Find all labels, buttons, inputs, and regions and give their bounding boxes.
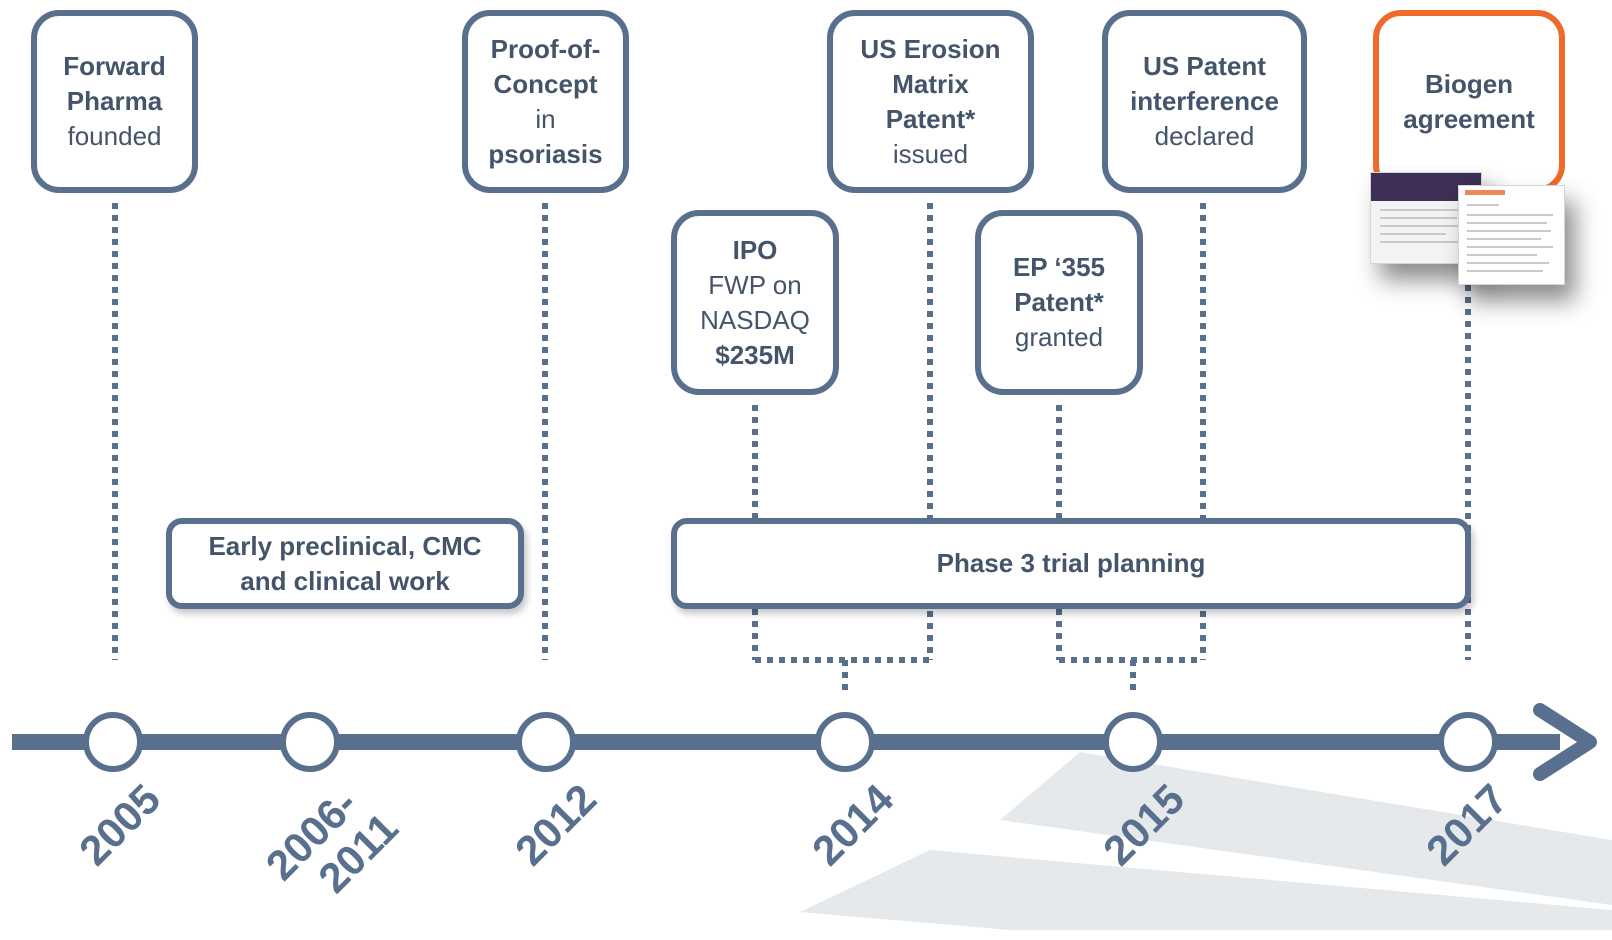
node-2012 xyxy=(516,712,576,772)
node-2017 xyxy=(1438,712,1498,772)
event-forward-pharma-line2: Pharma xyxy=(66,86,163,116)
event-proof-of-concept: Proof-of- Concept in psoriasis xyxy=(462,10,629,193)
event-ipo-line1: IPO xyxy=(732,234,778,265)
event-ep-line3: granted xyxy=(1014,322,1104,352)
event-ipo-line2: FWP on xyxy=(708,269,802,300)
event-interference-line3: declared xyxy=(1154,121,1255,151)
node-2006-2011 xyxy=(280,712,340,772)
event-us-patent-interference: US Patent interference declared xyxy=(1102,10,1307,193)
event-forward-pharma: Forward Pharma founded xyxy=(31,10,198,193)
event-interference-line2: interference xyxy=(1130,86,1279,116)
event-ep-line2: Patent* xyxy=(1014,287,1104,317)
shadow-band-lower xyxy=(800,850,1612,930)
event-us-erosion-line3: Patent* xyxy=(885,103,976,134)
event-poc-line3: in xyxy=(535,103,556,134)
event-us-erosion-line2: Matrix xyxy=(892,68,969,99)
event-ipo-line3: NASDAQ xyxy=(700,304,810,335)
press-release-page-icon xyxy=(1458,185,1565,285)
event-poc-line2: Concept xyxy=(493,68,598,99)
timeline-arrowhead xyxy=(1533,703,1597,781)
event-us-erosion-line1: US Erosion xyxy=(860,33,1001,64)
event-interference-line1: US Patent xyxy=(1143,51,1266,81)
event-biogen-line2: agreement xyxy=(1403,103,1535,134)
event-ep-patent: EP ‘355 Patent* granted xyxy=(975,210,1143,395)
event-us-erosion-line4: issued xyxy=(892,138,969,169)
bar-early-work-line2: and clinical work xyxy=(240,565,450,596)
event-forward-pharma-line1: Forward xyxy=(63,51,166,81)
node-2014 xyxy=(815,712,875,772)
event-ep-line1: EP ‘355 xyxy=(1012,252,1106,282)
thumb-logo xyxy=(1465,190,1505,195)
event-us-erosion-patent: US Erosion Matrix Patent* issued xyxy=(827,10,1034,193)
node-2005 xyxy=(83,712,143,772)
shadow-band-upper xyxy=(1000,752,1612,905)
event-poc-line4: psoriasis xyxy=(488,138,603,169)
event-biogen-agreement: Biogen agreement xyxy=(1373,10,1565,193)
event-ipo-line4: $235M xyxy=(715,339,795,370)
event-poc-line1: Proof-of- xyxy=(490,33,601,64)
bar-early-work: Early preclinical, CMC and clinical work xyxy=(166,518,524,609)
node-2015 xyxy=(1103,712,1163,772)
event-biogen-line1: Biogen xyxy=(1424,68,1514,99)
bar-early-work-line1: Early preclinical, CMC xyxy=(208,530,482,561)
event-ipo: IPO FWP on NASDAQ $235M xyxy=(671,210,839,395)
bar-phase3-label: Phase 3 trial planning xyxy=(936,548,1206,578)
bar-phase3-planning: Phase 3 trial planning xyxy=(671,518,1471,609)
event-forward-pharma-line3: founded xyxy=(67,121,162,151)
